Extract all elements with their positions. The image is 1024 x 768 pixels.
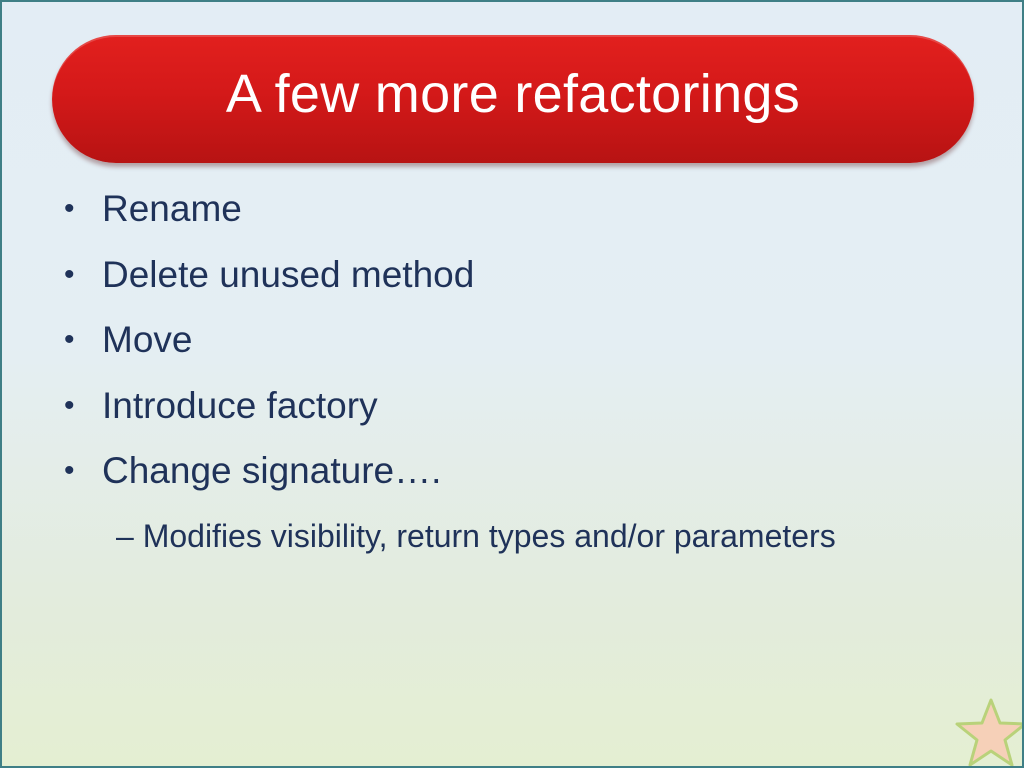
bullet-glyph: •	[64, 323, 75, 356]
bullet-glyph: •	[64, 454, 75, 487]
bullet-item-move: • Move	[60, 321, 474, 387]
bullet-list: • Rename • Delete unused method • Move •…	[60, 190, 474, 518]
bullet-text: Rename	[102, 188, 242, 229]
bullet-item-introduce-factory: • Introduce factory	[60, 387, 474, 453]
bullet-glyph: •	[64, 192, 75, 225]
bullet-text: Introduce factory	[102, 384, 378, 426]
sub-bullet-modifies: – Modifies visibility, return types and/…	[116, 518, 836, 554]
star-shape	[955, 698, 1022, 766]
bullet-glyph: •	[64, 257, 75, 291]
bullet-item-change-signature: • Change signature….	[60, 452, 474, 518]
bullet-text: Change signature….	[102, 450, 442, 491]
bullet-text: Move	[102, 319, 193, 360]
bullet-text: Delete unused method	[102, 253, 475, 295]
title-banner: A few more refactorings	[52, 35, 974, 163]
star-icon	[955, 698, 1022, 766]
bullet-item-delete-unused-method: • Delete unused method	[60, 256, 474, 322]
bullet-glyph: •	[64, 388, 75, 422]
slide-title: A few more refactorings	[225, 64, 801, 124]
bullet-item-rename: • Rename	[60, 190, 474, 256]
